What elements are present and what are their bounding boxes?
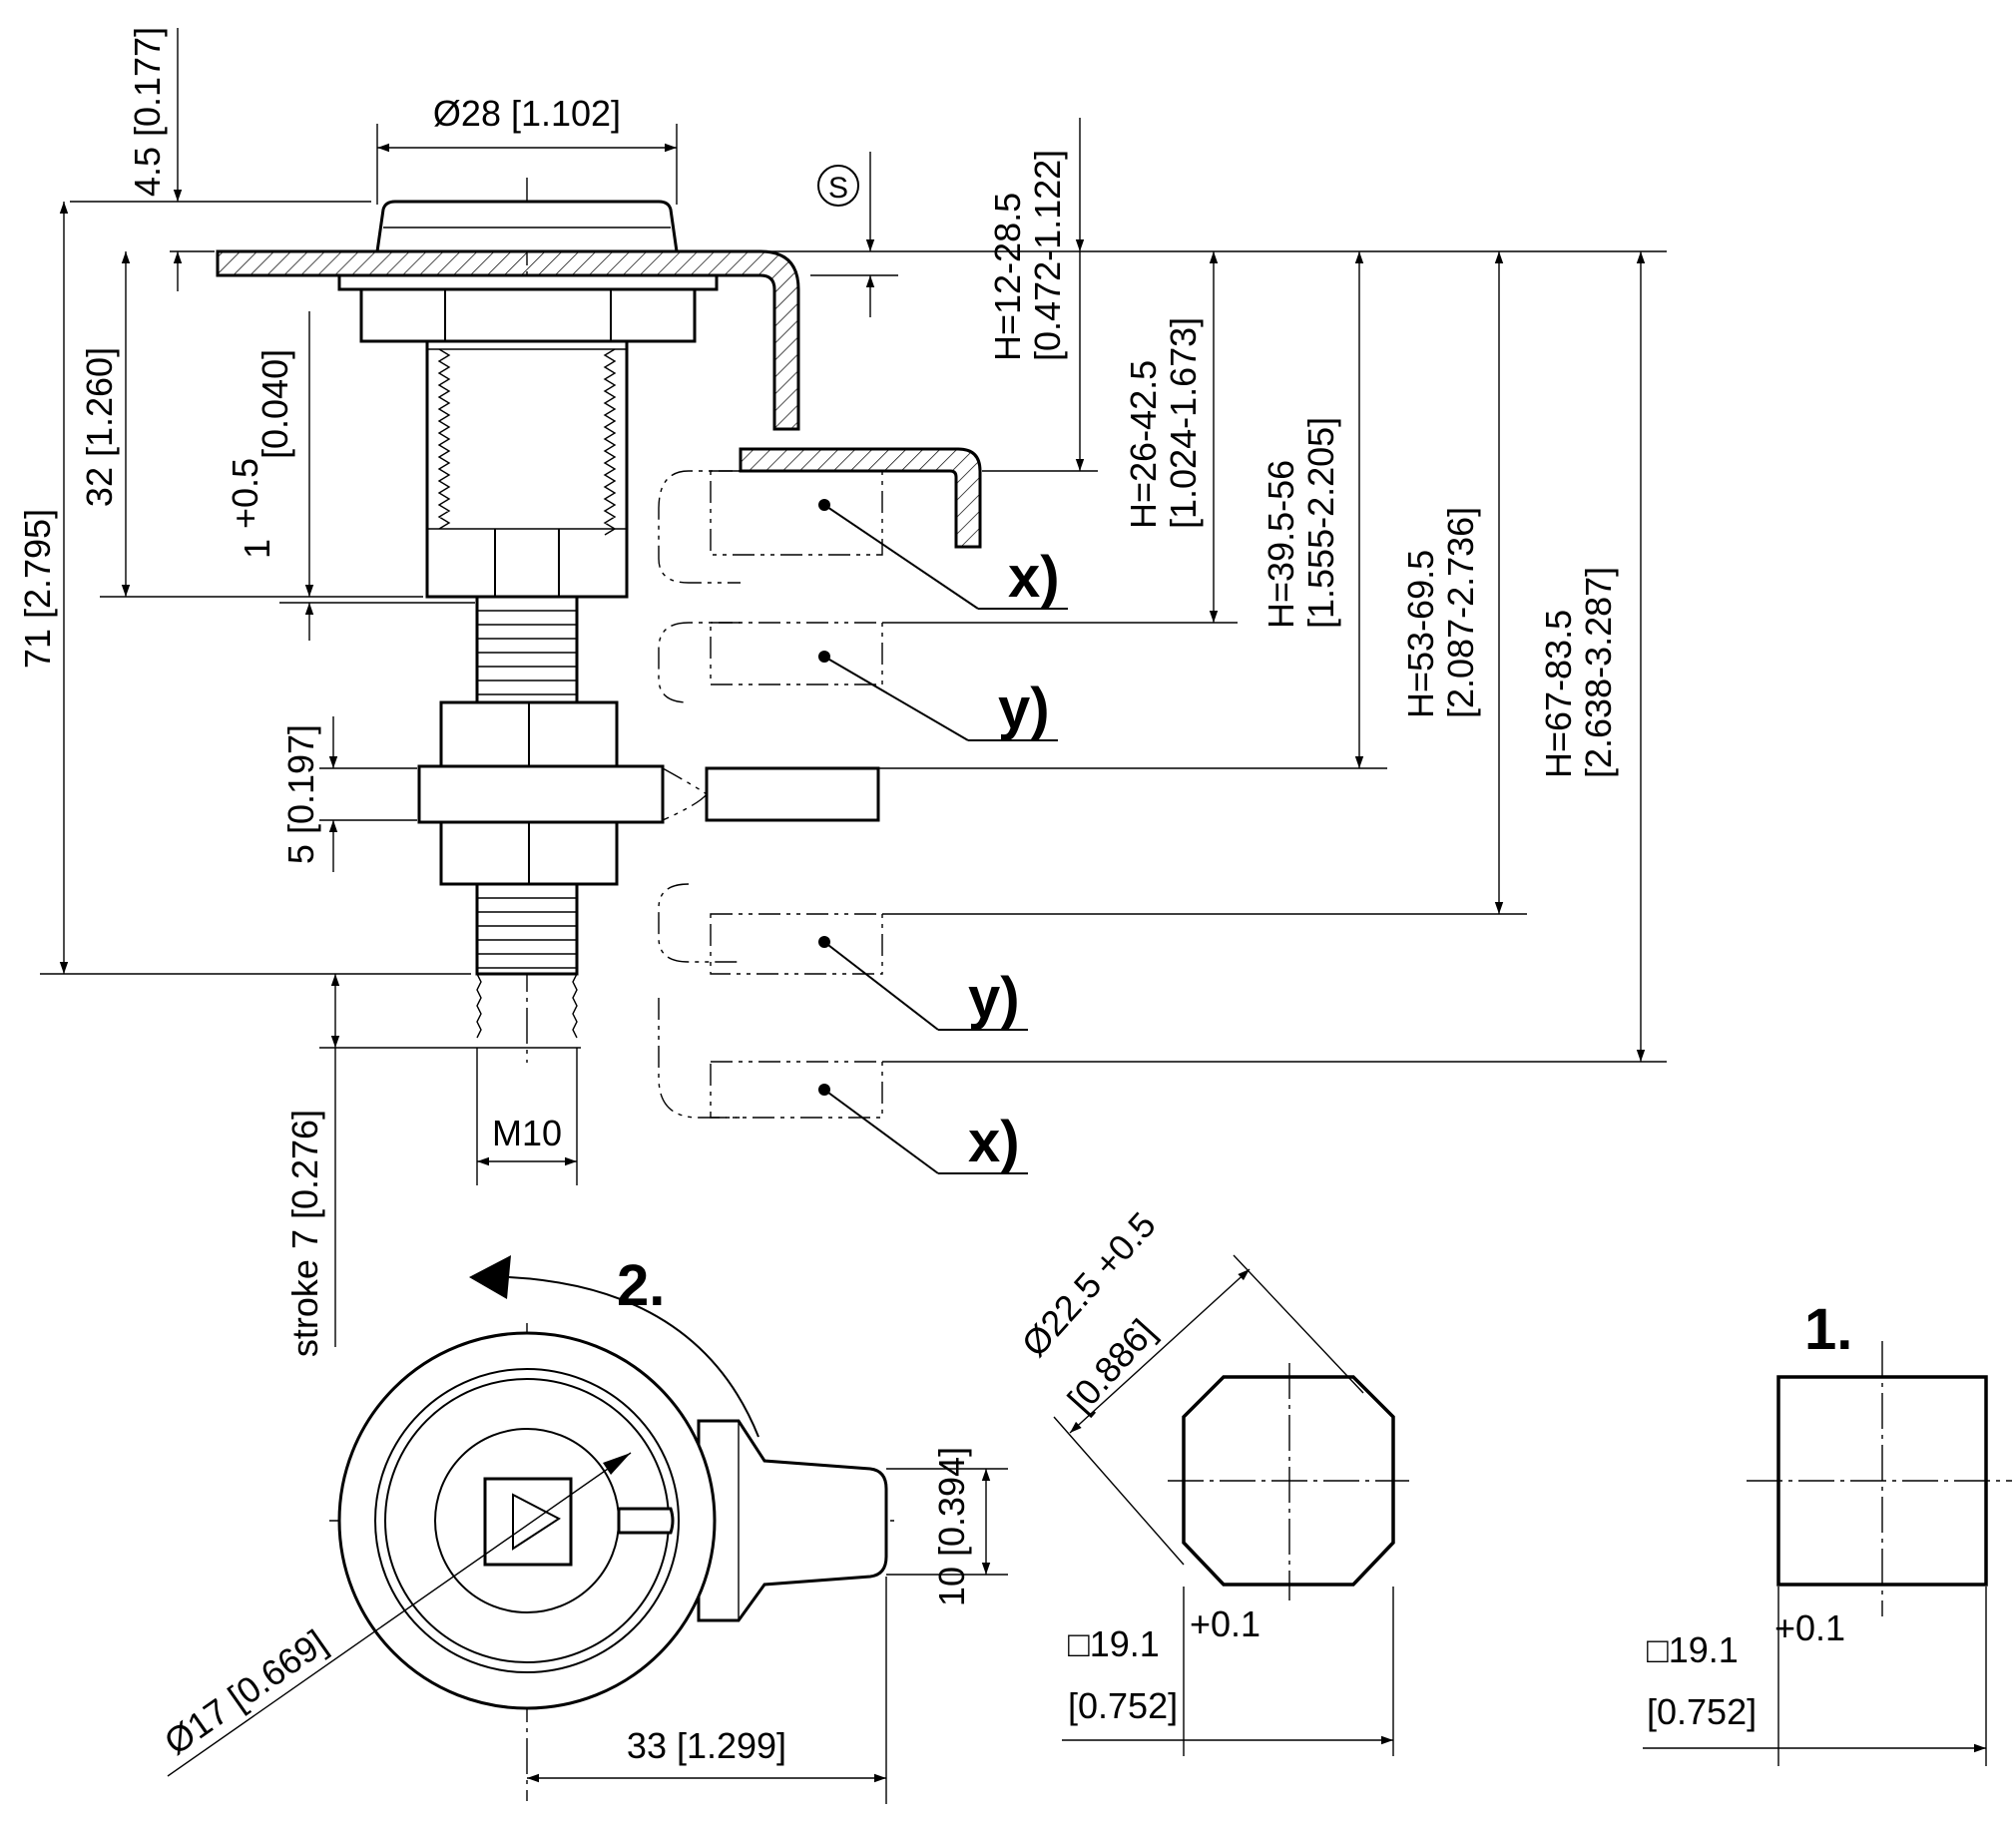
stroke-dim: stroke 7 [0.276] (284, 1110, 325, 1357)
range-3-h: H=39.5-56 (1260, 460, 1301, 629)
cutout-round-square-inch: [0.752] (1068, 1685, 1178, 1726)
cam-labels: x) y) y) x) (818, 499, 1068, 1174)
thread-size-dim: M10 (492, 1113, 562, 1153)
phantom-cam-positions (658, 470, 883, 1119)
range-1-h: H=12-28.5 (987, 193, 1028, 361)
range-2-inch: [1.024-1.673] (1163, 317, 1204, 529)
rotate-step-label: 2. (617, 1253, 665, 1318)
range-3-inch: [1.555-2.205] (1300, 417, 1341, 629)
head-diameter-dim: Ø28 [1.102] (433, 93, 621, 134)
range-4-h: H=53-69.5 (1400, 550, 1441, 718)
side-dimensions: Ø28 [1.102] 4.5 [0.177] 71 [2.795] 32 [1… (17, 27, 898, 1357)
cutout-round: Ø22.5 +0.5 [0.886] □19.1 +0.1 [0.752] (1013, 1204, 1409, 1756)
cam-width-dim: 10 [0.394] (931, 1447, 972, 1606)
range-1-inch: [0.472-1.122] (1027, 150, 1068, 361)
cylinder-diameter-dim: Ø17 [0.669] (157, 1621, 334, 1762)
tolerance-sup: +0.5 (225, 458, 265, 529)
overall-length-dim: 71 [2.795] (17, 509, 58, 669)
head-height-dim: 4.5 [0.177] (127, 27, 168, 197)
tolerance-inch: [0.040] (254, 349, 295, 459)
panel-thickness-symbol: S (828, 172, 848, 205)
cutout-square-square: □19.1 (1647, 1629, 1739, 1670)
range-4-inch: [2.087-2.736] (1440, 507, 1481, 718)
range-5-inch: [2.638-3.287] (1578, 567, 1619, 778)
cutout-square-square-tol: +0.1 (1774, 1607, 1845, 1648)
cutout-square-square-inch: [0.752] (1647, 1691, 1757, 1732)
step-one-label: 1. (1804, 1297, 1852, 1362)
cutout-square: 1. □19.1 +0.1 [0.752] (1643, 1297, 2012, 1766)
cam-label-y-upper: y) (998, 677, 1050, 741)
body-length-dim: 32 [1.260] (79, 347, 120, 507)
cam-thickness-dim: 5 [0.197] (280, 724, 321, 864)
cam-length-dim: 33 [1.299] (627, 1725, 786, 1766)
cutout-round-square: □19.1 (1068, 1623, 1160, 1664)
range-2-h: H=26-42.5 (1123, 360, 1164, 529)
cutout-round-square-tol: +0.1 (1190, 1603, 1260, 1644)
cam-label-x-bottom: x) (968, 1110, 1020, 1174)
cam-label-x-top: x) (1008, 545, 1060, 610)
lock-side-view (216, 178, 982, 1063)
h-range-dimensions: H=12-28.5 [0.472-1.122] H=26-42.5 [1.024… (699, 118, 1667, 1063)
tolerance-base: 1 (237, 539, 277, 559)
cam-label-y-lower: y) (968, 966, 1020, 1031)
range-5-h: H=67-83.5 (1538, 610, 1579, 778)
